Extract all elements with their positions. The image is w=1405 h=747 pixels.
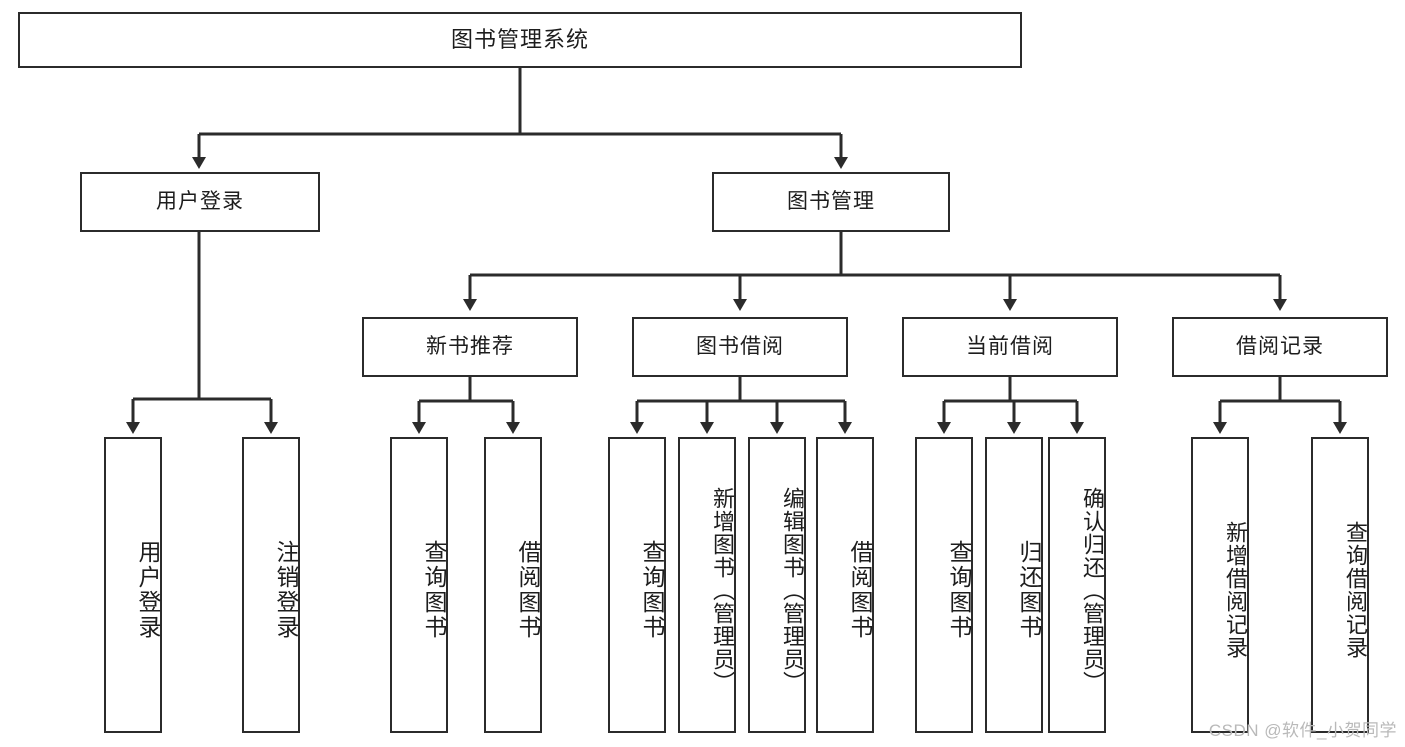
node-label: 新增借阅记录	[1223, 521, 1248, 659]
leaf-user-login[interactable]: 用户登录	[104, 437, 162, 733]
csdn-watermark: CSDN @软件_小贺同学	[1208, 721, 1397, 740]
node-current-borrow[interactable]: 当前借阅	[902, 317, 1118, 377]
leaf-edit-book-admin[interactable]: 编辑图书（管理员）	[748, 437, 806, 733]
node-label: 借阅图书	[515, 540, 541, 640]
leaf-add-borrow-record[interactable]: 新增借阅记录	[1191, 437, 1249, 733]
node-label: 当前借阅	[966, 335, 1054, 359]
node-label: 用户登录	[156, 190, 244, 214]
node-label: 归还图书	[1016, 540, 1042, 640]
node-label: 确认归还（管理员）	[1080, 486, 1105, 694]
leaf-borrow-book-recommend[interactable]: 借阅图书	[484, 437, 542, 733]
node-label: 图书借阅	[696, 335, 784, 359]
node-label: 查询图书	[946, 540, 972, 640]
leaf-query-book-current[interactable]: 查询图书	[915, 437, 973, 733]
node-book-management[interactable]: 图书管理	[712, 172, 950, 232]
leaf-query-borrow-record[interactable]: 查询借阅记录	[1311, 437, 1369, 733]
leaf-confirm-return-admin[interactable]: 确认归还（管理员）	[1048, 437, 1106, 733]
leaf-logout-login[interactable]: 注销登录	[242, 437, 300, 733]
node-label: 借阅图书	[847, 540, 873, 640]
node-label: 注销登录	[273, 540, 299, 640]
node-borrow-record[interactable]: 借阅记录	[1172, 317, 1388, 377]
node-label: 图书管理	[787, 190, 875, 214]
node-user-login[interactable]: 用户登录	[80, 172, 320, 232]
node-label: 新增图书（管理员）	[710, 486, 735, 694]
node-label: 编辑图书（管理员）	[780, 486, 805, 694]
leaf-query-book-recommend[interactable]: 查询图书	[390, 437, 448, 733]
leaf-add-book-admin[interactable]: 新增图书（管理员）	[678, 437, 736, 733]
leaf-borrow-book[interactable]: 借阅图书	[816, 437, 874, 733]
node-book-borrow[interactable]: 图书借阅	[632, 317, 848, 377]
node-label: 查询图书	[639, 540, 665, 640]
node-label: 借阅记录	[1236, 335, 1324, 359]
leaf-return-book[interactable]: 归还图书	[985, 437, 1043, 733]
node-label: 图书管理系统	[450, 26, 589, 52]
node-label: 新书推荐	[426, 335, 514, 359]
node-label: 查询图书	[421, 540, 447, 640]
leaf-query-book-borrow[interactable]: 查询图书	[608, 437, 666, 733]
node-label: 用户登录	[135, 540, 161, 640]
node-root-book-management-system[interactable]: 图书管理系统	[18, 12, 1022, 68]
node-label: 查询借阅记录	[1343, 521, 1368, 659]
node-new-book-recommendation[interactable]: 新书推荐	[362, 317, 578, 377]
